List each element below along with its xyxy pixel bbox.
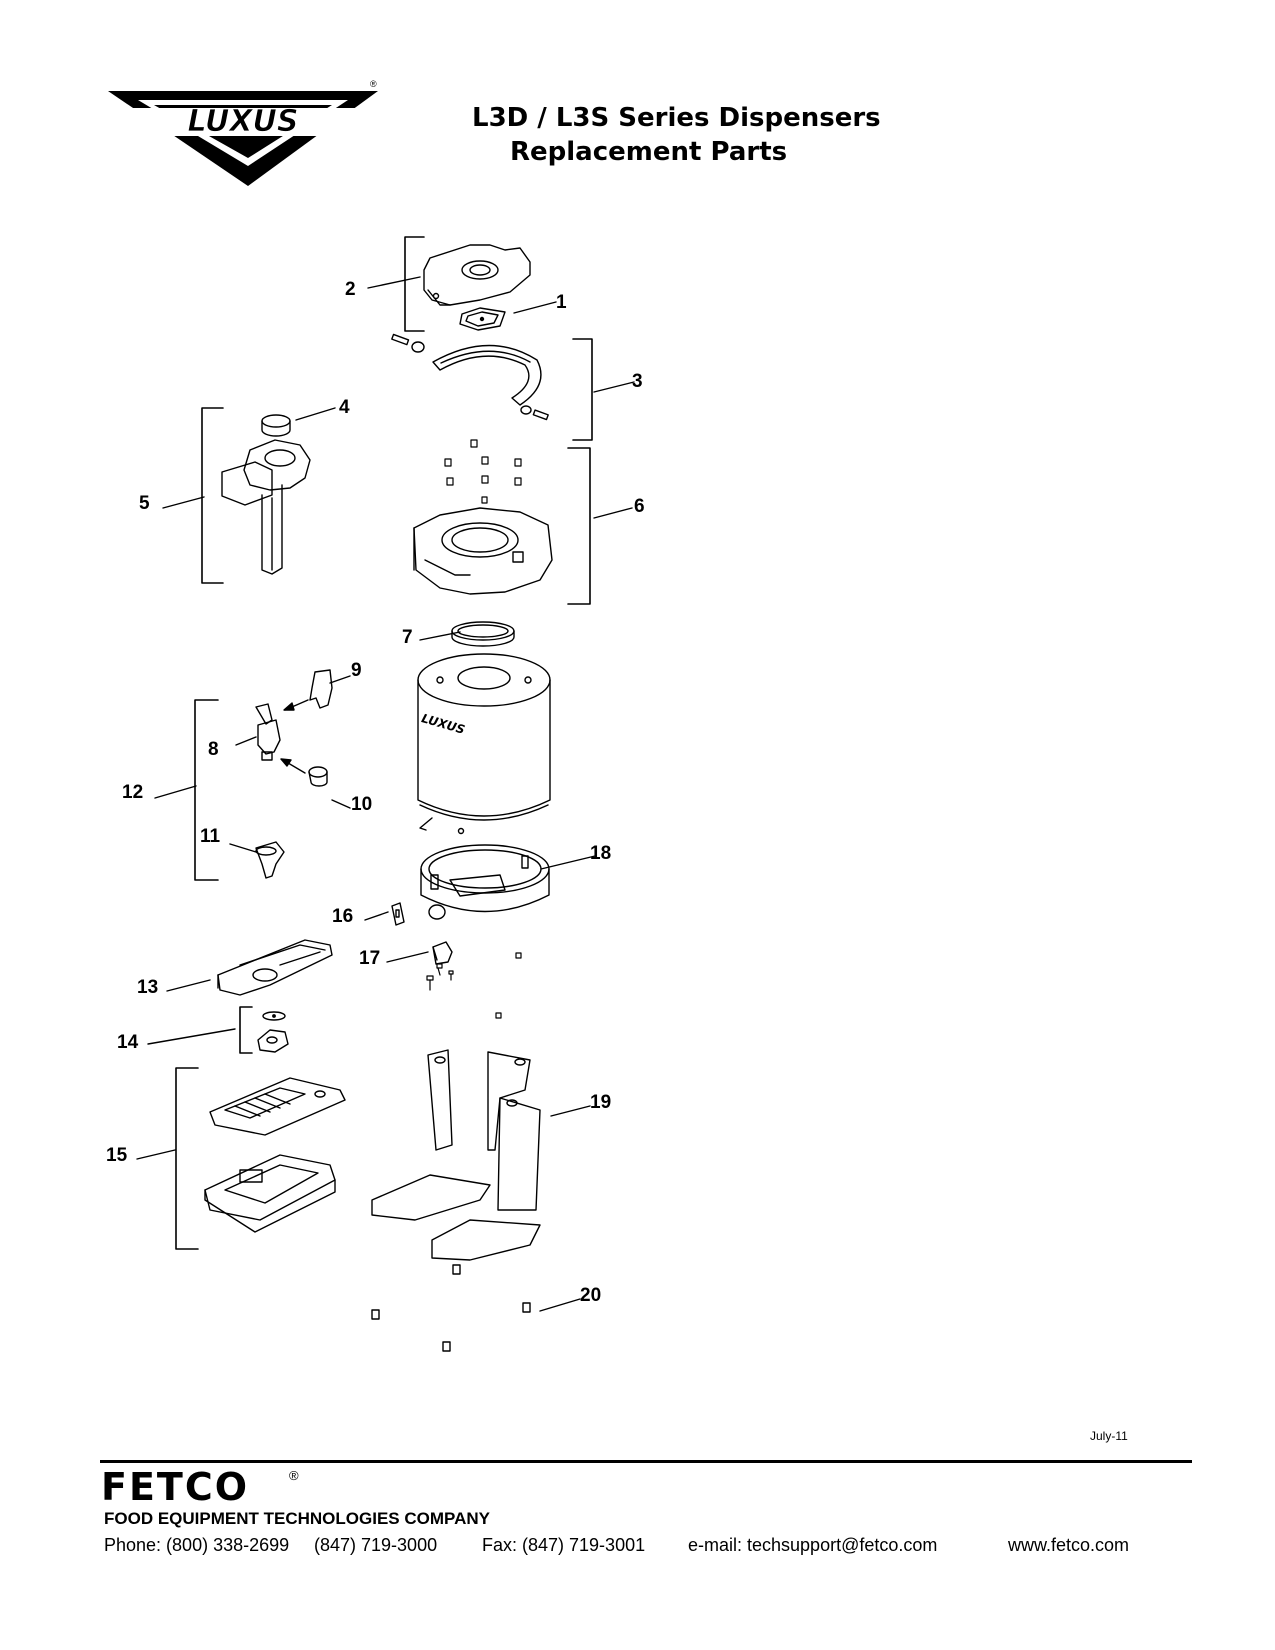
exploded-parts-diagram <box>136 236 635 1352</box>
part-drip-grille <box>209 1077 346 1136</box>
callout-4: 4 <box>339 397 350 418</box>
part-drain-fitting <box>257 1029 289 1053</box>
leader-lines <box>136 276 635 1312</box>
callout-5: 5 <box>139 493 150 514</box>
part-faucet <box>255 703 281 761</box>
callout-7: 7 <box>402 627 413 648</box>
footer-divider <box>100 1460 1192 1463</box>
callout-20: 20 <box>580 1285 602 1306</box>
phone-number-2: (847) 719-3000 <box>314 1535 438 1555</box>
part-base-housing <box>420 844 550 920</box>
assembly-arrows <box>280 699 309 774</box>
email-link[interactable]: e-mail: techsupport@fetco.com <box>688 1535 938 1555</box>
callout-18: 18 <box>590 843 612 864</box>
part-handle-ring <box>391 333 549 421</box>
callout-15: 15 <box>106 1145 128 1166</box>
grouping-brackets <box>175 236 593 1250</box>
part-tap-handle <box>309 669 333 709</box>
callout-10: 10 <box>351 794 373 815</box>
callout-13: 13 <box>137 977 159 998</box>
revision-date: July-11 <box>1090 1429 1128 1443</box>
part-fill-tube-assembly <box>221 439 311 575</box>
svg-text:®: ® <box>289 1468 299 1483</box>
part-feet <box>371 1264 531 1352</box>
callout-14: 14 <box>117 1032 139 1053</box>
callout-2: 2 <box>345 279 356 300</box>
part-upper-housing <box>413 507 553 595</box>
callout-11: 11 <box>200 826 221 847</box>
svg-text:LUXUS: LUXUS <box>188 104 299 139</box>
page-subtitle: Replacement Parts <box>510 137 788 167</box>
page-title: L3D / L3S Series Dispensers <box>472 103 881 133</box>
small-screws <box>426 952 522 1019</box>
callout-16: 16 <box>332 906 354 927</box>
fetco-logo-text: FETCO <box>101 1466 249 1509</box>
part-seal-ring <box>451 621 515 647</box>
part-drip-tray-top <box>217 939 333 996</box>
fax-number: Fax: (847) 719-3001 <box>482 1535 646 1555</box>
part-drip-tray <box>204 1154 336 1233</box>
part-top-collar <box>261 414 291 437</box>
website-link[interactable]: www.fetco.com <box>1008 1535 1130 1555</box>
part-sight-funnel <box>255 841 285 879</box>
callout-6: 6 <box>634 496 645 517</box>
part-switch <box>432 941 453 965</box>
part-stand <box>371 1049 541 1261</box>
part-tank <box>417 653 551 835</box>
callout-17: 17 <box>359 948 381 969</box>
luxus-logo: LUXUS ® <box>108 79 378 186</box>
phone-number: Phone: (800) 338-2699 <box>104 1535 290 1555</box>
fetco-logo: FETCO ® <box>101 1466 299 1509</box>
part-lid-gasket <box>459 307 506 331</box>
company-name: FOOD EQUIPMENT TECHNOLOGIES COMPANY <box>104 1509 490 1528</box>
part-clip <box>391 902 405 926</box>
part-lid <box>423 244 531 306</box>
callout-9: 9 <box>351 660 362 681</box>
callout-1: 1 <box>556 292 567 313</box>
callout-8: 8 <box>208 739 219 760</box>
part-drain-disc <box>262 1011 286 1021</box>
callout-12: 12 <box>122 782 144 803</box>
callout-19: 19 <box>590 1092 612 1113</box>
part-faucet-cap <box>308 766 328 787</box>
svg-text:®: ® <box>370 79 377 89</box>
callout-3: 3 <box>632 371 643 392</box>
screw-set <box>444 439 522 504</box>
